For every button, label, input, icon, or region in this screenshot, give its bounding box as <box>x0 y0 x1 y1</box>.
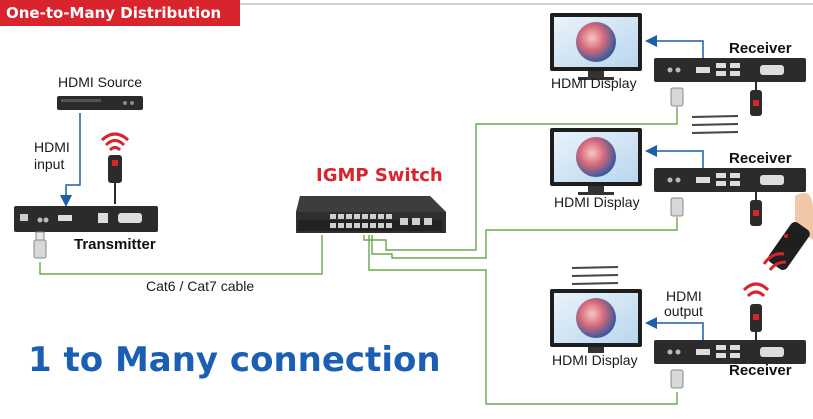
hdmi-input-label-line1: HDMI <box>34 139 70 155</box>
transmitter-device <box>14 206 158 259</box>
hdmi-input-label-line2: input <box>34 156 65 172</box>
igmp-switch-label: IGMP Switch <box>316 165 443 186</box>
banner-title: One-to-Many Distribution <box>0 0 240 26</box>
display-label-2: HDMI Display <box>554 194 640 210</box>
hdmi-source-label: HDMI Source <box>58 74 143 90</box>
receiver-device-3 <box>654 282 806 389</box>
receiver-device-2 <box>654 168 806 226</box>
display-label-3: HDMI Display <box>552 352 638 368</box>
display-1 <box>550 13 642 80</box>
receiver-device-1 <box>654 58 806 116</box>
remote-control <box>762 193 813 271</box>
hdmi-source-device <box>57 96 143 110</box>
display-label-1: HDMI Display <box>551 75 637 91</box>
igmp-switch-device <box>296 196 446 233</box>
big-title: 1 to Many connection <box>28 340 441 380</box>
cable-lines <box>39 107 678 405</box>
display-3 <box>550 289 642 353</box>
receiver-label-2: Receiver <box>729 150 792 167</box>
transmitter-label: Transmitter <box>74 236 156 253</box>
signal-bars <box>571 115 739 285</box>
hdmi-output-label-line1: HDMI <box>666 288 702 304</box>
ir-dongle-transmitter <box>100 132 130 204</box>
receiver-label-3: Receiver <box>729 362 792 379</box>
hdmi-output-label-line2: output <box>664 303 703 319</box>
cable-label: Cat6 / Cat7 cable <box>146 278 255 294</box>
display-2 <box>550 128 642 195</box>
top-divider <box>240 3 813 5</box>
signal-arrows <box>60 35 704 340</box>
receiver-label-1: Receiver <box>729 40 792 57</box>
